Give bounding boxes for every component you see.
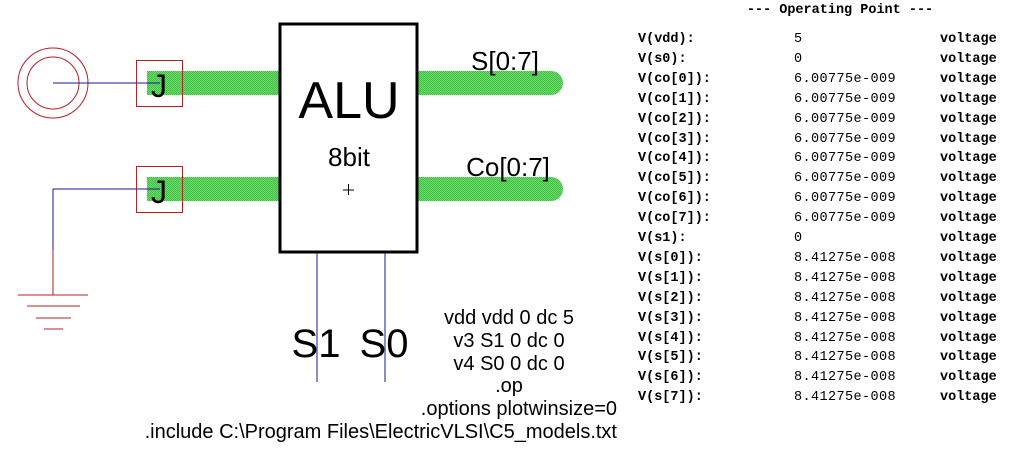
node-name: V(co[5]): bbox=[638, 171, 711, 187]
bus-label-co: Co[0:7] bbox=[466, 152, 550, 182]
export-pin-1[interactable]: J bbox=[136, 60, 183, 107]
node-name: V(co[7]): bbox=[638, 211, 711, 227]
node-name: V(co[1]): bbox=[638, 91, 711, 107]
node-value: 8.41275e-008 bbox=[794, 250, 897, 266]
node-name: V(s[5]): bbox=[638, 350, 703, 366]
node-name: V(co[0]): bbox=[638, 71, 711, 87]
node-value: 6.00775e-009 bbox=[794, 211, 897, 227]
alu-title: ALU bbox=[298, 72, 399, 130]
output-bus-s[interactable] bbox=[418, 71, 563, 95]
node-name: V(s[1]): bbox=[638, 270, 703, 286]
node-value: 6.00775e-009 bbox=[794, 171, 897, 187]
output-bus-co[interactable] bbox=[418, 177, 563, 201]
export-pin-icon bbox=[136, 60, 183, 107]
spice-line: v4 S0 0 dc 0 bbox=[453, 353, 564, 375]
node-value: 6.00775e-009 bbox=[794, 111, 897, 127]
node-name: V(s[0]): bbox=[638, 250, 703, 266]
spice-directives[interactable]: vdd vdd 0 dc 5 v3 S1 0 dc 0 v4 S0 0 dc 0… bbox=[145, 307, 618, 443]
node-name: V(s1): bbox=[638, 231, 687, 246]
input-bus-2[interactable] bbox=[147, 177, 280, 201]
export-pin-label: J bbox=[151, 174, 167, 210]
spice-line: .include C:\Program Files\ElectricVLSI\C… bbox=[145, 421, 618, 443]
node-name: V(co[3]): bbox=[638, 131, 711, 147]
export-pin-icon bbox=[136, 166, 183, 213]
node-name: V(s[2]): bbox=[638, 290, 703, 306]
node-name: V(s[7]): bbox=[638, 390, 703, 406]
node-unit: voltage bbox=[940, 91, 997, 107]
node-unit: voltage bbox=[940, 131, 997, 147]
node-value: 0 bbox=[794, 51, 803, 67]
node-unit: voltage bbox=[940, 111, 997, 127]
node-name: V(s[4]): bbox=[638, 330, 703, 346]
spice-line: v3 S1 0 dc 0 bbox=[453, 330, 564, 352]
node-value: 8.41275e-008 bbox=[794, 310, 897, 326]
spice-line: vdd vdd 0 dc 5 bbox=[444, 307, 574, 329]
node-unit: voltage bbox=[940, 390, 997, 406]
node-unit: voltage bbox=[940, 171, 997, 187]
node-name: V(co[4]): bbox=[638, 151, 711, 167]
node-value: 6.00775e-009 bbox=[794, 71, 897, 87]
select-label-s0: S0 bbox=[360, 322, 409, 366]
node-value: 8.41275e-008 bbox=[794, 350, 897, 366]
node-unit: voltage bbox=[940, 211, 997, 227]
node-unit: voltage bbox=[940, 350, 997, 366]
export-pin-2[interactable]: J bbox=[136, 166, 183, 213]
node-value: 6.00775e-009 bbox=[794, 151, 897, 167]
node-unit: voltage bbox=[940, 270, 997, 286]
node-unit: voltage bbox=[940, 71, 997, 87]
crosshair-icon bbox=[343, 184, 354, 195]
node-value: 8.41275e-008 bbox=[794, 370, 897, 386]
node-name: V(vdd): bbox=[638, 32, 695, 47]
spice-line: .op bbox=[495, 375, 523, 397]
operating-point-title: --- Operating Point --- bbox=[746, 3, 934, 18]
node-value: 8.41275e-008 bbox=[794, 390, 897, 406]
ground-icon[interactable] bbox=[18, 250, 88, 330]
node-name: V(s[3]): bbox=[638, 310, 703, 326]
node-unit: voltage bbox=[940, 290, 997, 306]
node-name: V(s[6]): bbox=[638, 370, 703, 386]
export-pin-label: J bbox=[151, 68, 167, 104]
node-value: 6.00775e-009 bbox=[794, 191, 897, 207]
alu-block[interactable]: ALU 8bit bbox=[278, 22, 419, 254]
select-label-s1: S1 bbox=[292, 322, 341, 366]
wire-gnd[interactable] bbox=[52, 188, 160, 250]
bus-label-s: S[0:7] bbox=[471, 46, 539, 76]
node-unit: voltage bbox=[940, 191, 997, 207]
node-unit: voltage bbox=[940, 330, 997, 346]
node-unit: voltage bbox=[940, 231, 997, 246]
node-value: 5 bbox=[794, 32, 803, 47]
node-value: 8.41275e-008 bbox=[794, 270, 897, 286]
node-name: V(s0): bbox=[638, 51, 687, 67]
alu-subtitle: 8bit bbox=[328, 142, 371, 172]
node-value: 8.41275e-008 bbox=[794, 330, 897, 346]
node-unit: voltage bbox=[940, 370, 997, 386]
node-value: 8.41275e-008 bbox=[794, 290, 897, 306]
node-unit: voltage bbox=[940, 250, 997, 266]
schematic-canvas[interactable]: J J S[0:7] Co[0:7] ALU 8bit S1 S0 vdd vd… bbox=[0, 0, 640, 450]
node-value: 6.00775e-009 bbox=[794, 131, 897, 147]
node-value: 6.00775e-009 bbox=[794, 91, 897, 107]
node-unit: voltage bbox=[940, 310, 997, 326]
node-value: 0 bbox=[794, 231, 803, 246]
input-bus-1[interactable] bbox=[147, 71, 280, 95]
node-name: V(co[6]): bbox=[638, 191, 711, 207]
node-unit: voltage bbox=[940, 32, 997, 47]
spice-line: .options plotwinsize=0 bbox=[421, 398, 617, 420]
node-unit: voltage bbox=[940, 51, 997, 67]
node-unit: voltage bbox=[940, 151, 997, 167]
node-name: V(co[2]): bbox=[638, 111, 711, 127]
